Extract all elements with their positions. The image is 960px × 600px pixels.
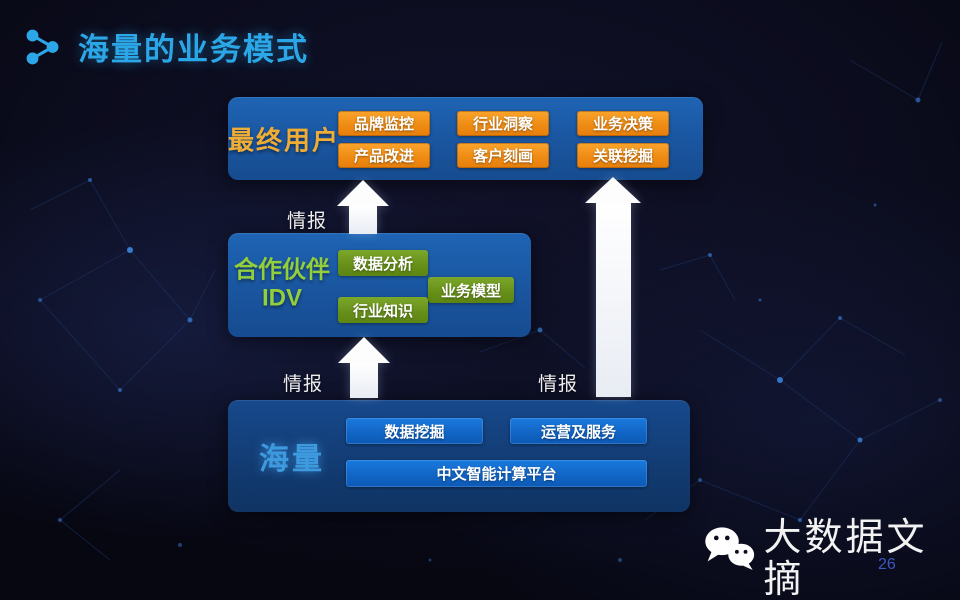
end-users-tag: 品牌监控 <box>338 111 430 136</box>
end-users-tag: 关联挖掘 <box>577 143 669 168</box>
end-users-tag: 业务决策 <box>577 111 669 136</box>
arrow-shaft <box>350 363 378 398</box>
footer-brand: 大数据文摘 <box>700 517 960 600</box>
partners-tag: 业务模型 <box>428 277 514 303</box>
end-users-tag: 产品改进 <box>338 143 430 168</box>
partners-tag: 行业知识 <box>338 297 428 323</box>
end-users-tag: 行业洞察 <box>457 111 549 136</box>
end-users-box: 最终用户 品牌监控 行业洞察 业务决策 产品改进 客户刻画 关联挖掘 <box>228 97 703 180</box>
flow-label-intelligence: 情报 <box>283 374 324 395</box>
arrow-head <box>338 337 390 363</box>
end-users-label: 最终用户 <box>228 125 341 155</box>
arrow-shaft <box>595 203 631 397</box>
page-title: 海量的业务模式 <box>78 32 309 67</box>
company-tag: 数据挖掘 <box>346 418 483 444</box>
company-box: 海量 数据挖掘 运营及服务 中文智能计算平台 <box>228 400 690 512</box>
partners-tag: 数据分析 <box>338 250 428 276</box>
slide-header: 海量的业务模式 <box>22 24 309 69</box>
up-arrow-partners-to-end-users <box>337 180 389 234</box>
partners-label: 合作伙伴 IDV <box>228 257 336 314</box>
up-arrow-company-to-end-users <box>585 177 641 397</box>
partners-box: 合作伙伴 IDV 数据分析 业务模型 行业知识 <box>228 233 531 337</box>
partners-label-line1: 合作伙伴 <box>234 256 330 284</box>
page-number: 26 <box>878 556 896 573</box>
partners-label-line2: IDV <box>261 285 302 312</box>
company-label: 海量 <box>259 443 325 476</box>
share-network-icon <box>26 29 59 64</box>
arrow-head <box>337 180 389 206</box>
company-tag: 中文智能计算平台 <box>346 460 647 487</box>
flow-label-intelligence: 情报 <box>287 211 328 232</box>
wechat-icon <box>705 527 755 571</box>
flow-label-intelligence: 情报 <box>538 374 579 395</box>
up-arrow-company-to-partners <box>338 337 390 398</box>
company-tag: 运营及服务 <box>510 418 647 444</box>
arrow-shaft <box>349 206 377 234</box>
brand-name: 大数据文摘 <box>763 517 928 600</box>
arrow-head <box>585 177 641 203</box>
end-users-tag: 客户刻画 <box>457 143 549 168</box>
